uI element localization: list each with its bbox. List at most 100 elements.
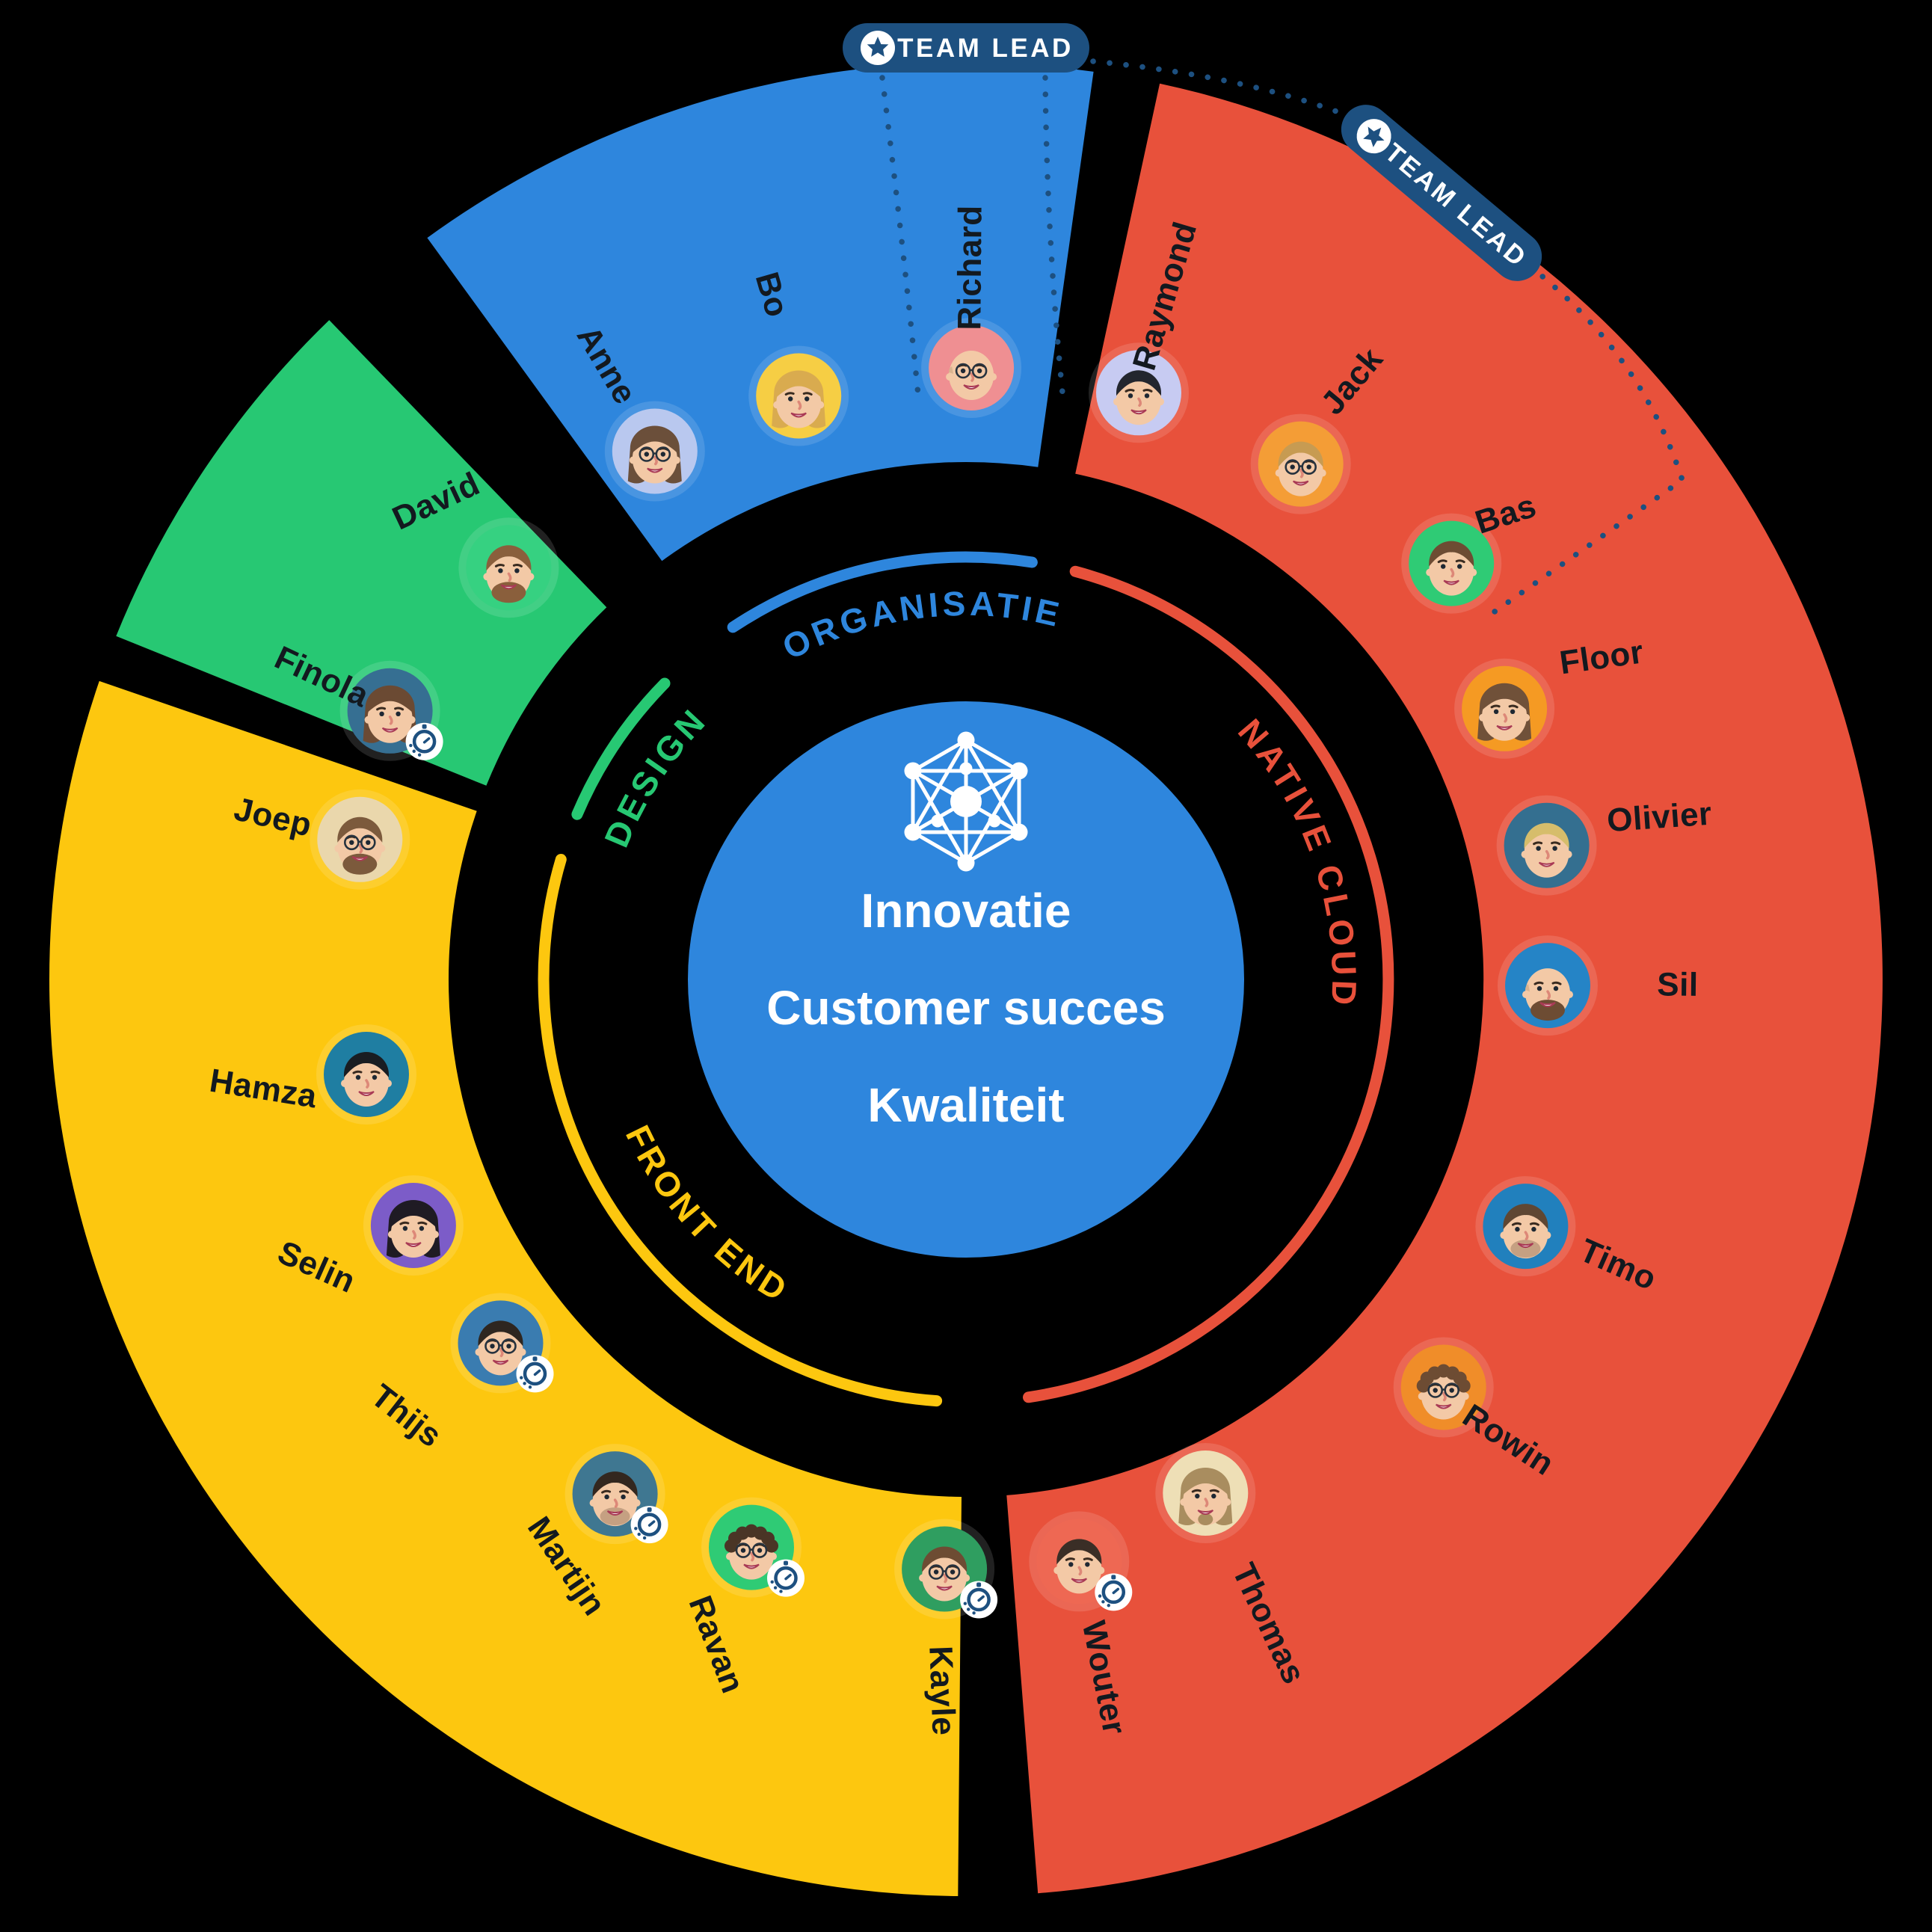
avatar-face <box>772 370 826 428</box>
member-name-label: Kayle <box>922 1645 962 1736</box>
ear-right <box>526 573 535 581</box>
star-glyph <box>867 37 889 57</box>
ear-left <box>1113 398 1121 406</box>
brow-right <box>417 1221 428 1225</box>
ear-right <box>431 1231 439 1238</box>
team-wedge-design <box>116 320 607 786</box>
ear-left <box>1522 991 1530 999</box>
eye-right <box>1211 1493 1216 1499</box>
eye-left <box>1493 709 1499 714</box>
hair-fringe <box>1183 1471 1228 1495</box>
ear-right <box>1461 1392 1469 1400</box>
nose <box>1546 990 1551 1000</box>
hair <box>1056 1539 1102 1565</box>
eye-left <box>1068 1562 1074 1567</box>
ear-right <box>633 1499 641 1507</box>
eye-right <box>506 1344 511 1349</box>
beard <box>1530 1000 1565 1021</box>
eye-right <box>976 368 982 374</box>
team-label-native-cloud: NATIVE CLOUD <box>1231 712 1364 1009</box>
member-floor <box>1454 658 1555 759</box>
avatar-face <box>724 1524 778 1580</box>
ear-left <box>919 1574 927 1582</box>
ear-left <box>946 373 954 381</box>
nose <box>388 716 393 725</box>
avatar-face <box>1275 441 1326 496</box>
ear-left <box>726 1552 733 1560</box>
nose <box>499 1347 504 1358</box>
mouth <box>1292 480 1309 486</box>
hair-fringe <box>367 689 413 713</box>
hair <box>1429 541 1474 567</box>
center-text-line-2: Customer succes <box>766 981 1166 1035</box>
brow-right <box>1551 841 1561 846</box>
avatar-face <box>1426 541 1477 596</box>
nose <box>613 1498 618 1508</box>
team-label-design: DESIGN <box>597 700 715 852</box>
ear-left <box>1275 469 1283 477</box>
ear-right <box>1564 850 1572 858</box>
center-text-line-3: Kwaliteit <box>867 1078 1064 1132</box>
eye-left <box>498 568 503 573</box>
ear-right <box>989 373 997 381</box>
eye-right <box>1457 564 1462 569</box>
mouth <box>1197 1510 1214 1515</box>
eye-right <box>1510 709 1516 714</box>
mouth <box>405 1242 422 1247</box>
hair-fringe <box>632 429 677 453</box>
avatar-face <box>1477 683 1532 741</box>
ear-left <box>1479 713 1487 722</box>
avatar-face <box>946 351 997 400</box>
nose <box>1204 1498 1209 1507</box>
avatar-face <box>627 425 682 484</box>
eye-right <box>1449 1388 1454 1393</box>
member-wouter <box>1029 1511 1133 1612</box>
avatar-face <box>1416 1364 1471 1420</box>
member-timo <box>1475 1176 1576 1277</box>
center-text-line-1: Innovatie <box>861 884 1071 938</box>
nose <box>970 372 975 382</box>
ear-left <box>483 573 491 581</box>
hair-curl <box>765 1539 778 1553</box>
ear-left <box>387 1231 396 1238</box>
eye-left <box>1290 464 1295 470</box>
ear-right <box>518 1348 526 1356</box>
team-label-organisatie: ORGANISATIE <box>776 584 1066 667</box>
ear-right <box>816 401 825 409</box>
eye-left <box>644 452 649 457</box>
mouth <box>606 1510 624 1516</box>
mouth <box>1443 579 1459 585</box>
brow-left <box>1437 559 1448 564</box>
eye-left <box>402 1225 408 1231</box>
hair <box>478 1320 523 1347</box>
member-name-label: Sil <box>1657 966 1699 1003</box>
hair <box>1278 441 1323 467</box>
nose <box>1137 397 1142 407</box>
avatar-face <box>483 545 535 603</box>
center-circle <box>688 701 1244 1258</box>
team-wedge-organisatie <box>427 62 1094 562</box>
stubble <box>1510 1240 1541 1258</box>
leader-line-badge1-raymond <box>1042 75 1066 403</box>
ear-right <box>407 716 416 724</box>
brow-left <box>1065 1557 1075 1561</box>
ear-left <box>1053 1566 1062 1575</box>
brow-left <box>1125 389 1135 393</box>
eye-right <box>1553 985 1559 991</box>
mouth <box>1538 861 1555 867</box>
brow-left <box>352 1070 363 1074</box>
eye-left <box>490 1344 495 1349</box>
ear-left <box>364 716 372 724</box>
member-martijn <box>564 1444 668 1545</box>
avatar-face <box>1521 822 1572 878</box>
ear-right <box>1566 991 1573 999</box>
mouth <box>1071 1578 1088 1584</box>
member-selin <box>363 1175 464 1276</box>
member-hamza <box>316 1024 416 1125</box>
team-arc-native-cloud <box>1023 565 1394 1403</box>
eye-right <box>621 1494 626 1500</box>
ear-right <box>1522 713 1530 722</box>
avatar-face <box>341 1052 392 1107</box>
ear-left <box>475 1348 483 1356</box>
